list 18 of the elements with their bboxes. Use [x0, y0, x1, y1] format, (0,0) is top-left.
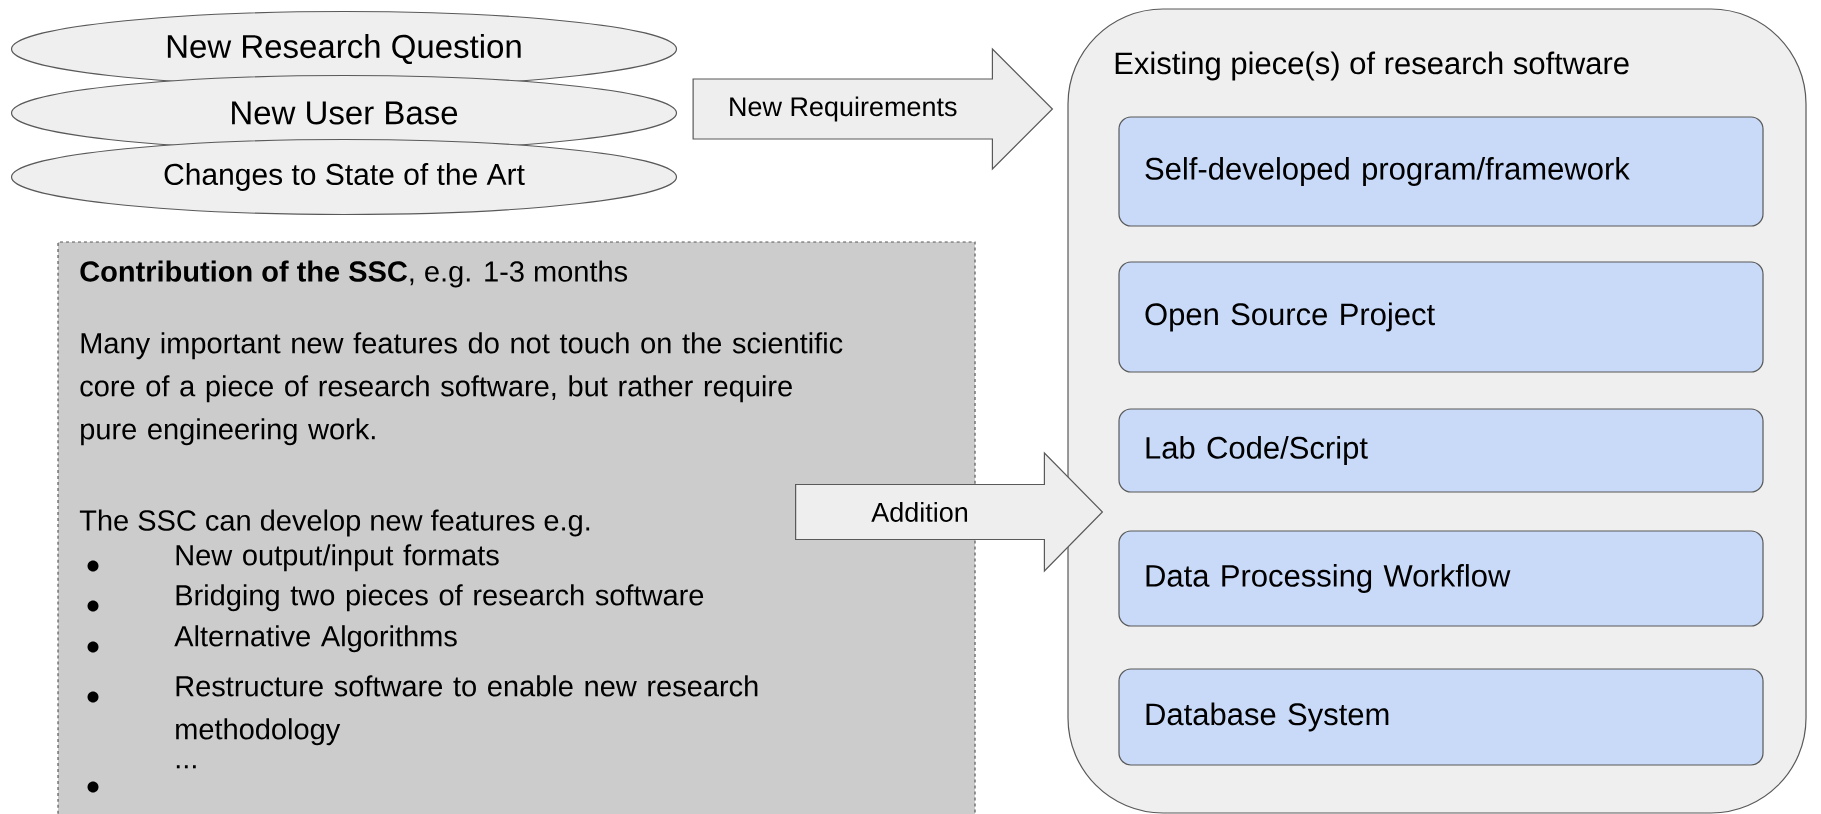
paragraph: The SSC can develop new features e.g. [79, 509, 590, 537]
oval: Changes to State of the Art [10, 138, 678, 216]
list-item: New output/input formats [87, 544, 499, 572]
process-box: Lab Code/Script [1118, 408, 1764, 493]
oval: New User Base [10, 74, 678, 152]
list-item: Bridging two pieces of research software [87, 584, 704, 612]
dashed-panel [57, 241, 976, 814]
list-item: Restructure software to enable new research methodology [87, 675, 758, 746]
process-box: Data Processing Workflow [1118, 530, 1764, 627]
process-box: Self-developed program/framework [1118, 116, 1764, 227]
edge-label: New Requirements [725, 94, 960, 124]
process-box: Database System [1118, 668, 1764, 766]
list-item: ... [87, 765, 196, 793]
paragraph: Many important new features do not touch on the scientific core of a piece of research software, but rather require pure engineering work. [80, 332, 843, 446]
process-box: Open Source Project [1118, 261, 1764, 373]
heading-text: Contribution of the SSC, e.g. 1-3 months [80, 260, 628, 288]
list-item: Alternative Algorithms [87, 625, 457, 653]
edge-label: Addition [869, 500, 971, 524]
